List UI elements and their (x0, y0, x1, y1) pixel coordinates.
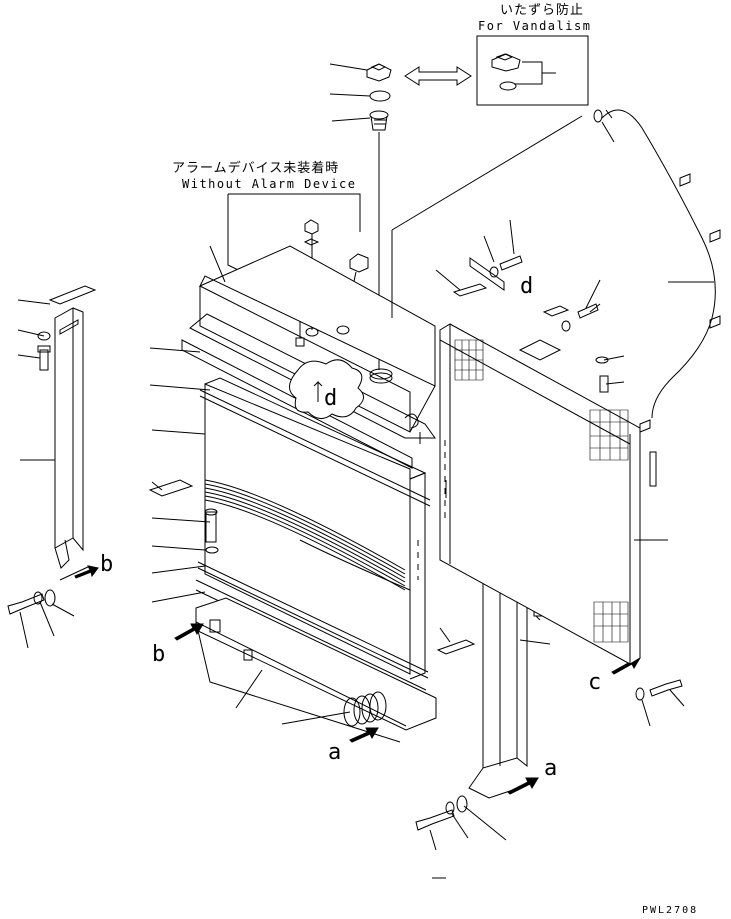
vandalism-label-jp: いたずら防止 (500, 3, 585, 18)
vandalism-detail-box (476, 35, 589, 106)
drawing-code: PWL2708 (642, 905, 699, 916)
overflow-hose (391, 109, 721, 487)
ref-letter-d-bracket: d (520, 274, 534, 299)
leader-lines-left (17, 245, 351, 725)
vandalism-label-en: For Vandalism (478, 19, 592, 33)
ref-letter-c-right: c (588, 670, 602, 695)
ref-letter-b-left: b (100, 552, 114, 577)
double-arrow-icon (404, 66, 472, 86)
ref-letter-d-tank: d (324, 386, 338, 411)
left-side-support (7, 285, 97, 615)
ref-letter-b-mid: b (152, 642, 166, 667)
radiator-cap (329, 63, 392, 82)
guard-frame (419, 219, 685, 727)
alarm-label-en: Without Alarm Device (182, 177, 357, 191)
top-tank (181, 245, 436, 469)
ref-letter-a-bottom: a (328, 740, 342, 765)
alarm-label-jp: アラームデバイス未装着時 (172, 161, 340, 176)
bracket-plate (148, 479, 219, 554)
ref-letter-a-right: a (544, 756, 558, 781)
center-dashes (417, 440, 446, 580)
cap-gasket (329, 90, 391, 102)
